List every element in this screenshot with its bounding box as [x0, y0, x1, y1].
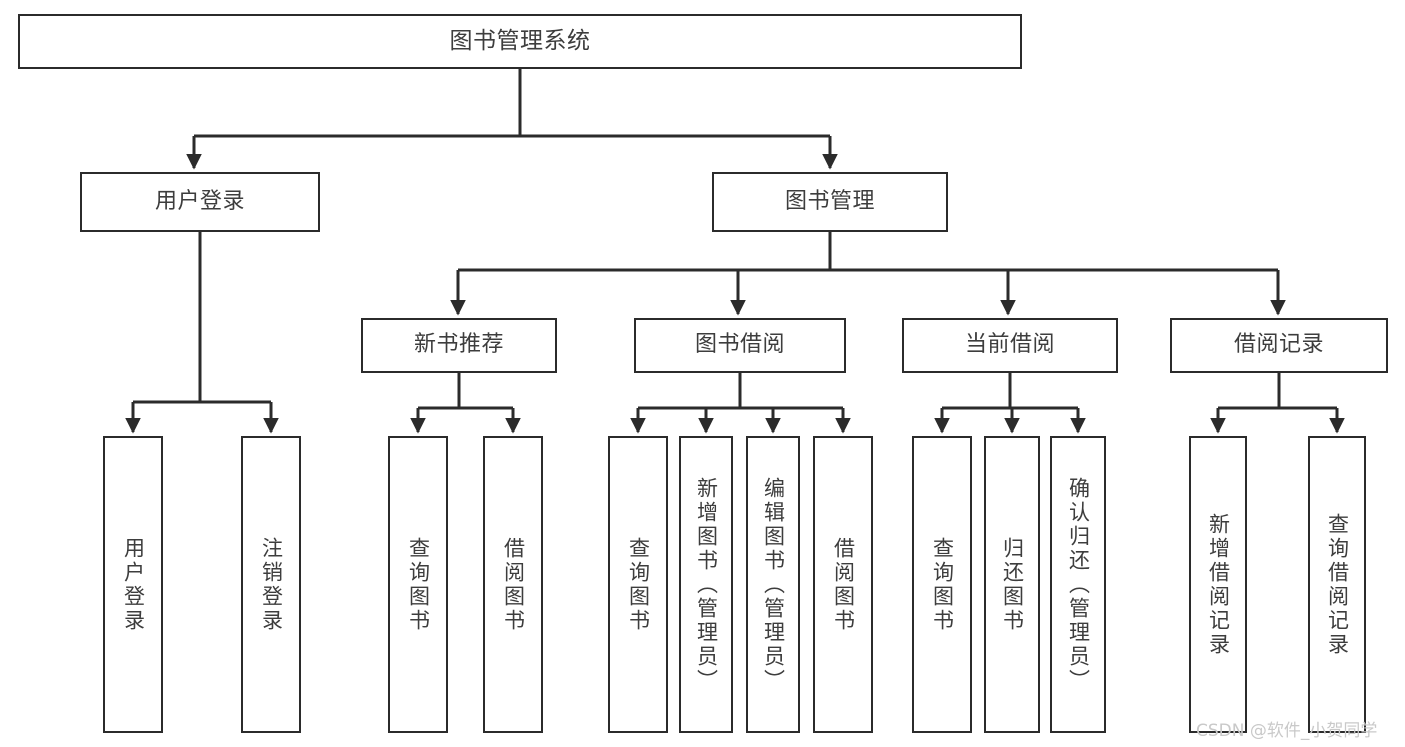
node-leaf-borrow-book-1[interactable]: 借阅图书 [483, 436, 543, 733]
node-leaf-edit-book-label: 编辑图书（管理员） [761, 476, 786, 693]
node-leaf-edit-book[interactable]: 编辑图书（管理员） [746, 436, 800, 733]
node-new-book-recommend[interactable]: 新书推荐 [361, 318, 557, 373]
node-leaf-user-login[interactable]: 用户登录 [103, 436, 163, 733]
node-leaf-borrow-book-2-label: 借阅图书 [831, 536, 856, 633]
node-leaf-query-book-2[interactable]: 查询图书 [608, 436, 668, 733]
node-leaf-logout-label: 注销登录 [259, 536, 284, 633]
node-root-label: 图书管理系统 [449, 27, 591, 54]
node-user-login-label: 用户登录 [154, 188, 245, 214]
node-leaf-confirm-return[interactable]: 确认归还（管理员） [1050, 436, 1106, 733]
node-leaf-query-book-2-label: 查询图书 [626, 536, 651, 633]
node-leaf-query-record[interactable]: 查询借阅记录 [1308, 436, 1366, 733]
watermark: CSDN @软件_小贺同学 [1196, 721, 1378, 741]
node-leaf-add-record[interactable]: 新增借阅记录 [1189, 436, 1247, 733]
node-borrow-record-label: 借阅记录 [1233, 332, 1324, 358]
node-book-manage[interactable]: 图书管理 [712, 172, 948, 232]
node-leaf-query-book-3[interactable]: 查询图书 [912, 436, 972, 733]
node-book-borrow[interactable]: 图书借阅 [634, 318, 846, 373]
node-book-borrow-label: 图书借阅 [694, 332, 785, 358]
node-book-manage-label: 图书管理 [784, 188, 875, 214]
node-leaf-add-book[interactable]: 新增图书（管理员） [679, 436, 733, 733]
node-leaf-borrow-book-1-label: 借阅图书 [501, 536, 526, 633]
node-leaf-query-record-label: 查询借阅记录 [1325, 512, 1350, 657]
node-leaf-query-book-1-label: 查询图书 [406, 536, 431, 633]
node-leaf-add-book-label: 新增图书（管理员） [694, 476, 719, 693]
node-root[interactable]: 图书管理系统 [18, 14, 1022, 69]
node-leaf-return-book-label: 归还图书 [1000, 536, 1025, 633]
node-current-borrow-label: 当前借阅 [964, 332, 1055, 358]
node-new-book-recommend-label: 新书推荐 [413, 332, 504, 358]
node-leaf-add-record-label: 新增借阅记录 [1206, 512, 1231, 657]
node-leaf-confirm-return-label: 确认归还（管理员） [1066, 476, 1091, 693]
node-user-login[interactable]: 用户登录 [80, 172, 320, 232]
node-borrow-record[interactable]: 借阅记录 [1170, 318, 1388, 373]
node-leaf-logout[interactable]: 注销登录 [241, 436, 301, 733]
node-current-borrow[interactable]: 当前借阅 [902, 318, 1118, 373]
node-leaf-borrow-book-2[interactable]: 借阅图书 [813, 436, 873, 733]
node-leaf-query-book-3-label: 查询图书 [930, 536, 955, 633]
node-leaf-user-login-label: 用户登录 [121, 536, 146, 633]
node-leaf-query-book-1[interactable]: 查询图书 [388, 436, 448, 733]
node-leaf-return-book[interactable]: 归还图书 [984, 436, 1040, 733]
